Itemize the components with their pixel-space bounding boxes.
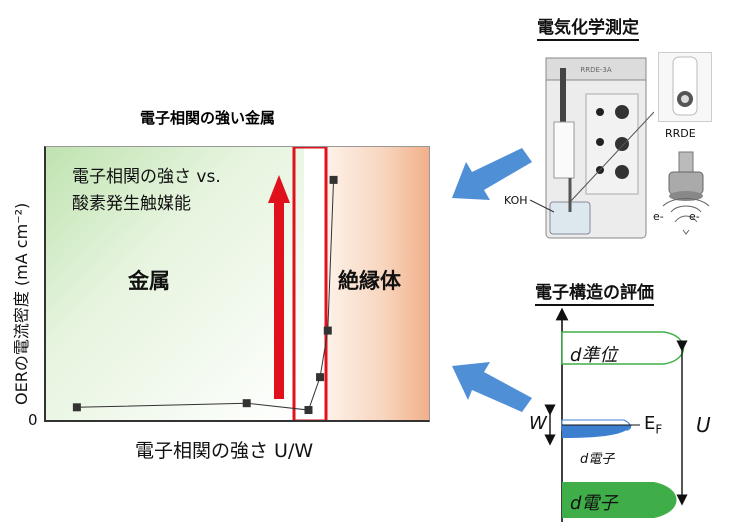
data-point xyxy=(316,373,325,382)
blue-arrows xyxy=(452,148,532,412)
chart-title-line1: 電子相関の強さ vs. xyxy=(72,167,221,187)
highlight-box xyxy=(292,147,328,420)
series-line xyxy=(76,179,335,411)
rrde-schematic-image xyxy=(662,151,710,235)
chart-title-line2: 酸素発生触媒能 xyxy=(72,194,191,214)
plot-frame xyxy=(44,146,430,422)
electron-label-right: e- xyxy=(689,210,700,223)
highlight-label: 電子相関の強い金属 xyxy=(140,109,276,127)
metal-region xyxy=(46,147,304,420)
rrde-electrode-icon xyxy=(672,56,698,116)
apparatus-model-label: RRDE-3A xyxy=(580,66,612,74)
energy-diagram xyxy=(544,307,688,522)
w-label: W xyxy=(529,413,547,434)
rrde-photo xyxy=(658,52,712,122)
y-tick-zero: 0 xyxy=(28,411,38,429)
fermi-band-filled xyxy=(562,425,632,438)
region-label-metal: 金属 xyxy=(128,269,170,293)
fermi-label-main: E xyxy=(644,413,656,434)
upper-blue-arrow xyxy=(452,148,532,200)
structure-title: 電子構造の評価 xyxy=(535,278,654,306)
lower-d-band xyxy=(562,482,677,518)
fermi-label: EF xyxy=(644,413,662,437)
data-point xyxy=(304,406,313,415)
data-point xyxy=(323,326,332,335)
d-level-label: d準位 xyxy=(570,345,618,366)
increase-arrow xyxy=(268,175,290,399)
electrochem-title: 電気化学測定 xyxy=(537,13,639,41)
lower-blue-arrow xyxy=(452,362,532,412)
y-axis-label: OERの電流密度 (mA cm⁻²) xyxy=(12,202,31,405)
rrde-apparatus-image: RRDE-3A xyxy=(529,57,654,239)
koh-label: KOH xyxy=(504,194,528,207)
data-point xyxy=(242,399,251,408)
electron-label-left: e- xyxy=(653,210,664,223)
d-electron-large-label: d電子 xyxy=(570,493,618,514)
plot-canvas xyxy=(72,147,338,420)
insulator-region xyxy=(325,147,429,420)
rrde-label: RRDE xyxy=(665,127,696,140)
region-label-insulator: 絶縁体 xyxy=(338,269,401,293)
u-label: U xyxy=(696,413,711,437)
data-point xyxy=(329,175,338,184)
data-point xyxy=(72,403,81,412)
d-electron-small-label: d電子 xyxy=(580,452,615,467)
x-axis-label: 電子相関の強さ U/W xyxy=(135,440,314,462)
fermi-label-subscript: F xyxy=(655,422,663,437)
